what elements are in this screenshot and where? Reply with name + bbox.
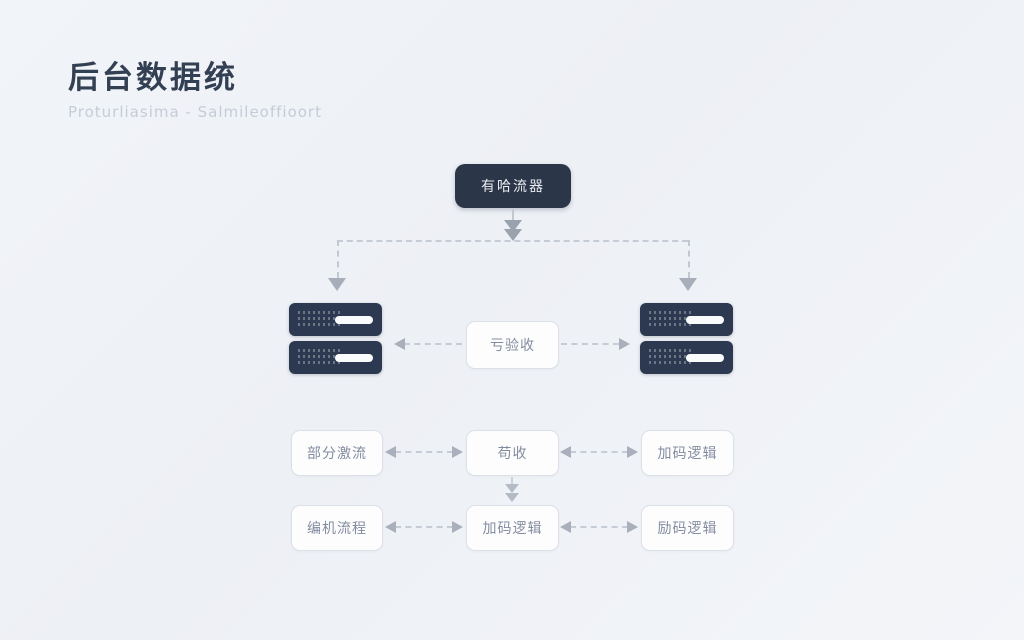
server-slot: [686, 316, 724, 324]
server-slot: [335, 354, 373, 362]
row3-center-label: 苟收: [497, 446, 528, 462]
row4-node-right: 励码逻辑: [641, 505, 734, 551]
arrow-down-icon: [679, 278, 697, 291]
page-subtitle: Proturliasima - Salmileoffioort: [68, 103, 322, 121]
server-rack-left-icon: [289, 303, 382, 379]
connector-mid-left: [404, 343, 462, 345]
arrow-right-icon: [627, 521, 638, 533]
server-led-rows: [649, 349, 691, 367]
arrow-right-icon: [452, 446, 463, 458]
connector-right-drop: [688, 240, 690, 278]
arrow-right-icon: [452, 521, 463, 533]
connector-top-vertical: [512, 209, 514, 220]
page-title: 后台数据统: [68, 60, 238, 96]
arrow-left-icon: [560, 446, 571, 458]
row3-node-left: 部分激流: [291, 430, 383, 476]
row4-node-left: 编机流程: [291, 505, 383, 551]
arrow-left-icon: [394, 338, 405, 350]
arrow-down-icon: [505, 493, 519, 502]
row3-left-label: 部分激流: [307, 446, 367, 462]
row3-node-right: 加码逻辑: [641, 430, 734, 476]
connector-left-drop: [337, 240, 339, 278]
arrow-left-icon: [385, 521, 396, 533]
server-slot: [686, 354, 724, 362]
arrow-left-icon: [385, 446, 396, 458]
server-unit-icon: [640, 341, 733, 374]
arrow-left-icon: [560, 521, 571, 533]
server-unit-icon: [289, 341, 382, 374]
row4-node-center: 加码逻辑: [466, 505, 559, 551]
mid-center-label: 亏验收: [490, 338, 535, 354]
arrow-right-icon: [619, 338, 630, 350]
server-rack-right-icon: [640, 303, 733, 379]
server-led-rows: [298, 311, 340, 329]
arrow-right-icon: [627, 446, 638, 458]
connector-branch-horizontal: [337, 240, 688, 242]
connector-row4-right: [570, 526, 628, 528]
connector-row3-right: [570, 451, 628, 453]
top-node: 有哈流器: [455, 164, 571, 208]
row3-node-center: 苟收: [466, 430, 559, 476]
arrow-down-icon: [504, 229, 522, 241]
row4-left-label: 编机流程: [307, 521, 367, 537]
server-unit-icon: [640, 303, 733, 336]
arrow-down-icon: [328, 278, 346, 291]
server-unit-icon: [289, 303, 382, 336]
connector-row3-left: [395, 451, 453, 453]
connector-mid-right: [561, 343, 619, 345]
top-node-label: 有哈流器: [481, 179, 545, 195]
connector-row4-left: [395, 526, 453, 528]
server-led-rows: [298, 349, 340, 367]
row3-right-label: 加码逻辑: [657, 446, 718, 462]
row4-right-label: 励码逻辑: [657, 521, 718, 537]
row4-center-label: 加码逻辑: [482, 521, 543, 537]
mid-center-node: 亏验收: [466, 321, 559, 369]
connector-row3-row4: [511, 477, 513, 484]
server-led-rows: [649, 311, 691, 329]
arrow-down-icon: [505, 484, 519, 493]
server-slot: [335, 316, 373, 324]
